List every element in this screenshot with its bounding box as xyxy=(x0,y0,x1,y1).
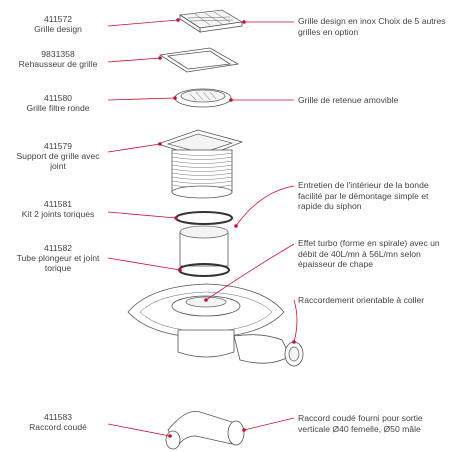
part-name: Support de grille avec joint xyxy=(16,151,100,171)
tube-plongeur-part xyxy=(178,225,230,277)
part-name: Tube plongeur et joint torique xyxy=(16,253,100,273)
joints-toriques-part xyxy=(175,211,233,225)
part-name: Grille design xyxy=(34,24,82,34)
ref-number: 411582 xyxy=(43,243,73,253)
label-raccord-coude: 411583 Raccord coudé xyxy=(10,412,106,432)
description-grille-design: Grille design en inox Choix de 5 autres … xyxy=(298,16,446,37)
description-support-grille: Entretien de l'intérieur de la bonde fac… xyxy=(298,180,429,211)
raccord-coude-part xyxy=(165,411,245,450)
part-name: Rehausseur de grille xyxy=(18,59,98,69)
support-grille-part xyxy=(156,129,244,199)
grille-filtre-part xyxy=(174,88,232,108)
description-raccord-coude: Raccord coudé fourni pour sortie vertica… xyxy=(298,413,423,434)
ref-number: 411581 xyxy=(43,199,73,209)
corps-bonde-part xyxy=(127,283,304,367)
ref-number: 411572 xyxy=(43,14,73,24)
label-joints-toriques: 411581 Kit 2 joints toriques xyxy=(10,199,106,219)
ref-number: 411583 xyxy=(43,412,73,422)
grille-design-part xyxy=(178,9,244,33)
description-grille-filtre: Grille de retenue amovible xyxy=(298,95,399,105)
callouts-left xyxy=(107,18,182,438)
ref-number: 411580 xyxy=(43,93,73,103)
part-name: Kit 2 joints toriques xyxy=(21,209,95,219)
label-support-grille: 411579 Support de grille avec joint xyxy=(10,141,106,171)
part-name: Raccord coudé xyxy=(29,422,87,432)
label-grille-design: 411572 Grille design xyxy=(10,14,106,34)
ref-number: 9831358 xyxy=(41,49,75,59)
callouts-right xyxy=(204,20,298,432)
label-rehausseur: 9831358 Rehausseur de grille xyxy=(10,49,106,69)
ref-number: 411579 xyxy=(43,141,73,151)
label-grille-filtre: 411580 Grille filtre ronde xyxy=(10,93,106,113)
rehausseur-part xyxy=(158,47,240,73)
label-tube-plongeur: 411582 Tube plongeur et joint torique xyxy=(10,243,106,273)
description-tube-plongeur: Effet turbo (forme en spirale) avec un d… xyxy=(298,238,440,269)
description-corps-bonde: Raccordement orientable à coller xyxy=(298,295,425,305)
part-name: Grille filtre ronde xyxy=(26,103,90,113)
